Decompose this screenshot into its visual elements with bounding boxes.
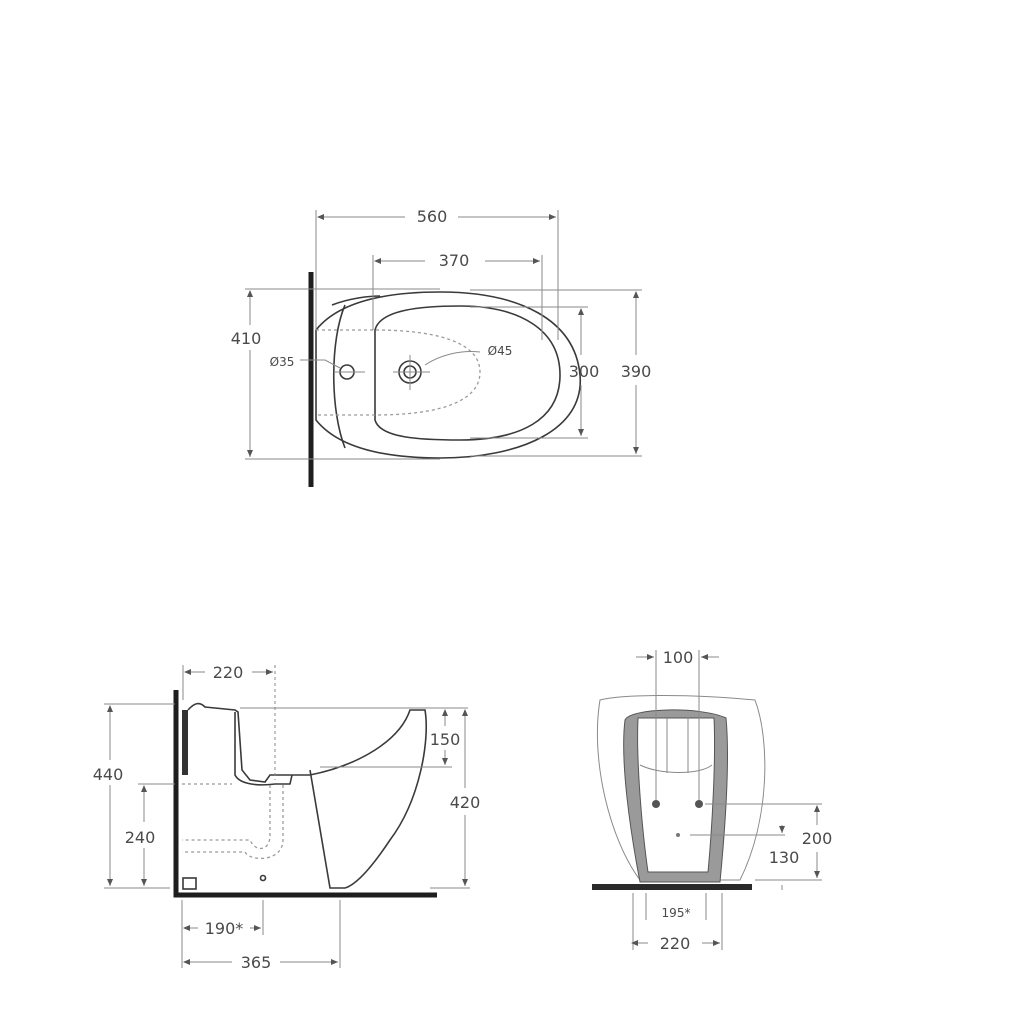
dim-410: 410 [231, 329, 262, 348]
bidet-outline-front [596, 694, 766, 881]
dim-hole-45: Ø45 [488, 344, 513, 358]
dim-390: 390 [621, 362, 652, 381]
dim-365: 365 [241, 953, 272, 972]
fixing-hole-left [652, 800, 660, 808]
dim-hole-35: Ø35 [270, 355, 295, 369]
floor-line [592, 884, 752, 890]
front-view: 100 200 130 195* 220 [592, 648, 832, 953]
dim-130: 130 [769, 848, 800, 867]
dim-220-side: 220 [213, 663, 244, 682]
dim-200: 200 [802, 829, 833, 848]
dim-195: 195* [662, 906, 691, 920]
dim-100: 100 [663, 648, 694, 667]
dim-420: 420 [450, 793, 481, 812]
dim-190: 190* [205, 919, 244, 938]
bidet-outline-side [187, 702, 428, 889]
dim-150: 150 [430, 730, 461, 749]
wall-floor-line [173, 690, 437, 898]
bidet-outline-top [315, 291, 581, 459]
side-view: 220 440 240 150 420 190* 365 [93, 663, 481, 972]
dim-370: 370 [439, 251, 470, 270]
dim-240: 240 [125, 828, 156, 847]
dim-220-front: 220 [660, 934, 691, 953]
dim-560: 560 [417, 207, 448, 226]
fixing-hole-right [695, 800, 703, 808]
top-view: 560 370 410 Ø35 Ø45 300 390 [231, 207, 652, 487]
bowl-outline [374, 305, 561, 441]
dim-300: 300 [569, 362, 600, 381]
dim-440: 440 [93, 765, 124, 784]
